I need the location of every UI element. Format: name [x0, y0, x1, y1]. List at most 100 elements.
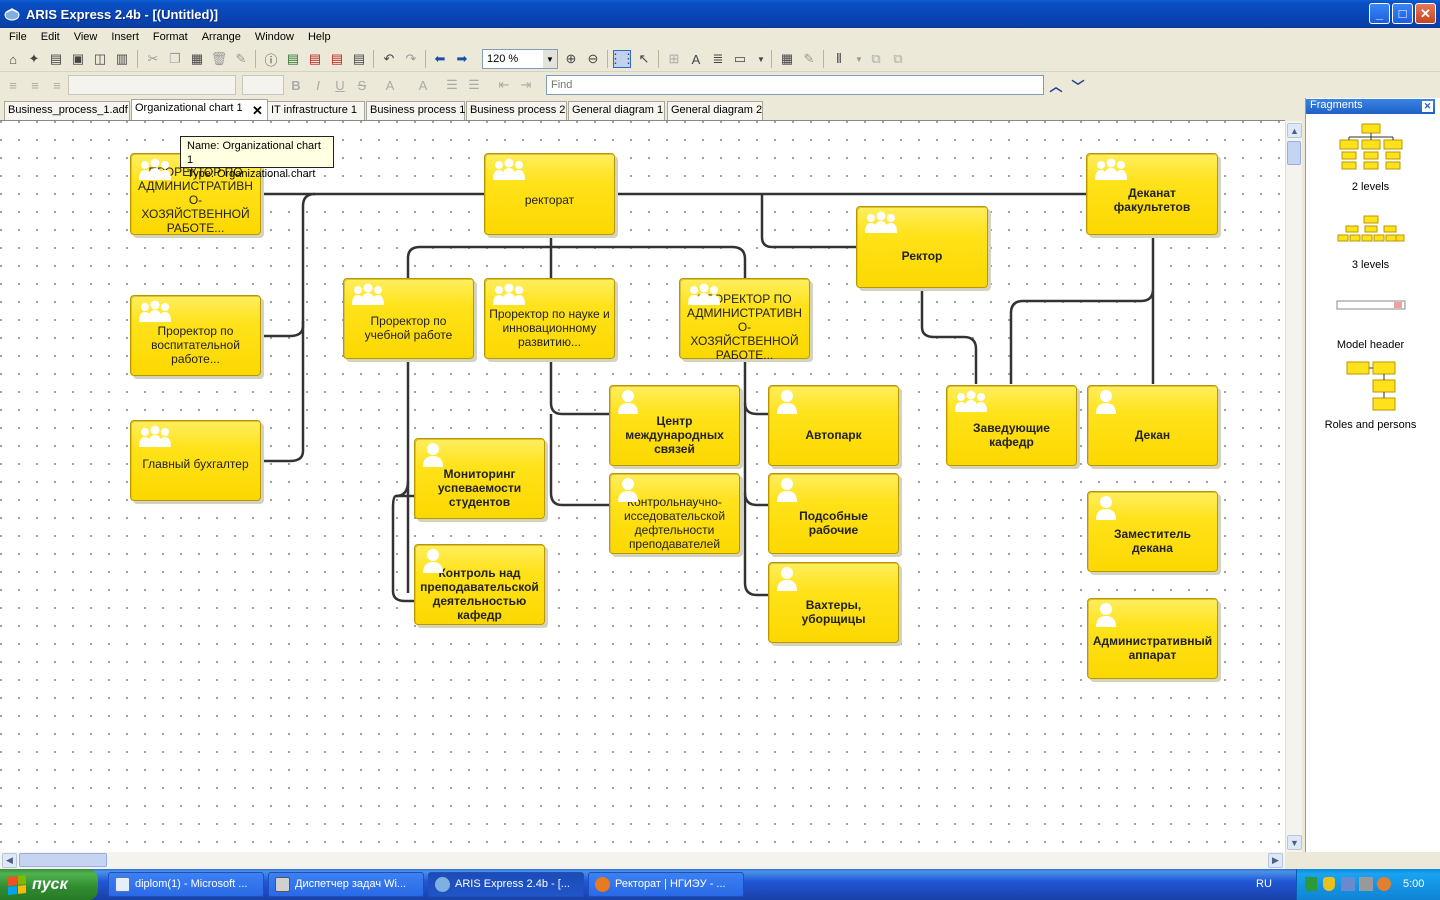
back-icon[interactable]: ⬅: [434, 51, 446, 66]
tab-business-process-1[interactable]: Business process 1: [366, 101, 465, 120]
text-align-icon[interactable]: ≣: [712, 51, 724, 66]
chevron-down-icon[interactable]: ▼: [543, 50, 557, 68]
minimize-button[interactable]: _: [1369, 3, 1390, 24]
menu-file[interactable]: File: [9, 31, 27, 43]
numbered-list-icon[interactable]: ☰: [446, 77, 458, 92]
tray-extra-icon[interactable]: [1377, 877, 1391, 891]
outdent-icon[interactable]: ⇤: [498, 77, 510, 92]
fragment-model-header[interactable]: Model header: [1306, 298, 1435, 351]
align-right-icon[interactable]: ≡: [53, 77, 61, 93]
export-rtf-icon[interactable]: ▤: [352, 51, 366, 66]
layout-icon[interactable]: ⊞: [668, 51, 680, 66]
print-icon[interactable]: ▥: [115, 51, 129, 66]
format-painter-icon[interactable]: ✎: [235, 51, 247, 66]
horizontal-scrollbar[interactable]: ◀ ▶: [0, 852, 1285, 869]
delete-icon[interactable]: 🗑: [210, 51, 228, 66]
font-color-icon[interactable]: A: [385, 77, 395, 93]
clear-format-icon[interactable]: A: [418, 77, 428, 93]
undo-icon[interactable]: ↶: [383, 51, 395, 66]
clock[interactable]: 5:00: [1403, 878, 1425, 890]
text-style-icon[interactable]: A: [691, 51, 701, 67]
fragment-3-levels[interactable]: 3 levels: [1306, 214, 1435, 271]
vertical-scrollbar[interactable]: ▲ ▼: [1285, 121, 1302, 852]
tray-app-icon[interactable]: [1305, 877, 1317, 891]
info-icon[interactable]: ⓘ: [264, 52, 278, 68]
network-icon[interactable]: [1341, 877, 1355, 891]
org-unit-zav-kafedr[interactable]: Заведующие кафедр: [946, 385, 1077, 466]
font-size-select[interactable]: [242, 75, 284, 95]
org-unit-admin-apparat[interactable]: Административный аппарат: [1087, 598, 1218, 679]
find-input[interactable]: Find: [546, 75, 1044, 95]
start-button[interactable]: пуск: [0, 869, 98, 900]
tab-business-process-2[interactable]: Business process 2: [466, 101, 567, 120]
paste-icon[interactable]: ▦: [190, 51, 204, 66]
scroll-left-icon[interactable]: ◀: [2, 853, 17, 868]
bold-icon[interactable]: B: [291, 77, 301, 93]
diagram-canvas[interactable]: ПРОРЕКТОР ПО АДМИНИСТРАТИВН О-ХОЗЯЙСТВЕН…: [0, 120, 1285, 852]
org-unit-prorector-aho-mid[interactable]: ПРОРЕКТОР ПО АДМИНИСТРАТИВН О-ХОЗЯЙСТВЕН…: [679, 278, 810, 362]
export-excel-icon[interactable]: ▤: [286, 51, 300, 66]
close-button[interactable]: ✕: [1415, 3, 1436, 24]
org-unit-kontrol-nauch[interactable]: Контрольнаучно-исседовательской дефтельн…: [609, 473, 740, 554]
menu-insert[interactable]: Insert: [111, 31, 139, 43]
org-unit-vahtery[interactable]: Вахтеры, уборщицы: [768, 562, 899, 643]
align-center-icon[interactable]: ≡: [31, 77, 39, 93]
task-firefox[interactable]: Ректорат | НГИЭУ - ...: [588, 872, 744, 897]
font-family-select[interactable]: [68, 75, 236, 95]
scroll-right-icon[interactable]: ▶: [1268, 853, 1283, 868]
align-left-icon[interactable]: ≡: [9, 77, 17, 93]
menu-edit[interactable]: Edit: [40, 31, 60, 43]
ungroup-icon[interactable]: ⧉: [893, 51, 903, 66]
find-prev-icon[interactable]: ︿: [1049, 78, 1063, 94]
print-preview-icon[interactable]: ◫: [93, 51, 107, 66]
tab-general-diagram-2[interactable]: General diagram 2: [667, 101, 763, 120]
copy-icon[interactable]: ❐: [169, 51, 181, 66]
cut-icon[interactable]: ✂: [147, 51, 159, 66]
task-manager[interactable]: Диспетчер задач Wi...: [268, 872, 424, 897]
tab-business-process-adf[interactable]: Business_process_1.adf: [4, 101, 130, 120]
org-unit-rectorat[interactable]: ректорат: [484, 153, 615, 235]
bullet-list-icon[interactable]: ☰: [468, 77, 480, 92]
org-unit-prorector-ucheb[interactable]: Проректор по учебной работе: [343, 278, 474, 359]
org-unit-rector[interactable]: Ректор: [856, 206, 988, 288]
menu-format[interactable]: Format: [152, 31, 188, 43]
edit-icon[interactable]: ✎: [803, 51, 815, 66]
zoom-out-icon[interactable]: ⊖: [587, 51, 599, 66]
save-icon[interactable]: ▣: [71, 51, 85, 66]
menu-arrange[interactable]: Arrange: [201, 31, 241, 43]
org-unit-prorector-nauka[interactable]: Проректор по науке и инновационному разв…: [484, 278, 615, 359]
fragment-roles-and-persons[interactable]: Roles and persons: [1306, 360, 1435, 431]
fill-dropdown-icon[interactable]: ▼: [757, 54, 765, 64]
align-dropdown-icon[interactable]: ▼: [855, 54, 863, 64]
zoom-in-icon[interactable]: ⊕: [565, 51, 577, 66]
tab-it-infrastructure-1[interactable]: IT infrastructure 1: [267, 101, 365, 120]
scroll-down-icon[interactable]: ▼: [1287, 835, 1302, 850]
org-unit-glavbuh[interactable]: Главный бухгалтер: [130, 420, 261, 501]
org-unit-dekan[interactable]: Декан: [1087, 385, 1218, 466]
redo-icon[interactable]: ↷: [405, 51, 417, 66]
tab-general-diagram-1[interactable]: General diagram 1: [568, 101, 665, 120]
open-icon[interactable]: ▤: [49, 51, 63, 66]
shape-fill-icon[interactable]: ▭: [733, 51, 747, 66]
fragment-2-levels[interactable]: 2 levels: [1306, 122, 1435, 193]
org-unit-zam-dekana[interactable]: Заместитель декана: [1087, 491, 1218, 572]
vertical-scroll-thumb[interactable]: [1287, 141, 1301, 165]
org-unit-centr[interactable]: Центр международных связей: [609, 385, 740, 466]
language-indicator[interactable]: RU: [1256, 878, 1272, 890]
grid-icon[interactable]: ⋮⋮: [609, 50, 635, 68]
speaker-icon[interactable]: [1359, 877, 1373, 891]
org-unit-dekanat[interactable]: Деканат факультетов: [1086, 153, 1218, 235]
find-next-icon[interactable]: ﹀: [1071, 78, 1085, 94]
forward-icon[interactable]: ➡: [456, 51, 468, 66]
zoom-select[interactable]: 120 %▼: [482, 49, 558, 69]
task-word-document[interactable]: diplom(1) - Microsoft ...: [108, 872, 264, 897]
home-icon[interactable]: ⌂: [9, 51, 17, 67]
menu-help[interactable]: Help: [307, 31, 331, 43]
org-unit-podsobnye[interactable]: Подсобные рабочие: [768, 473, 899, 554]
attributes-icon[interactable]: ▦: [780, 51, 794, 66]
org-unit-monitoring[interactable]: Мониторинг успеваемости студентов: [414, 438, 545, 519]
maximize-button[interactable]: □: [1392, 3, 1413, 24]
tab-organizational-chart-1[interactable]: Organizational chart 1: [131, 99, 268, 120]
italic-icon[interactable]: I: [316, 77, 320, 93]
new-icon[interactable]: ✦: [28, 51, 40, 66]
